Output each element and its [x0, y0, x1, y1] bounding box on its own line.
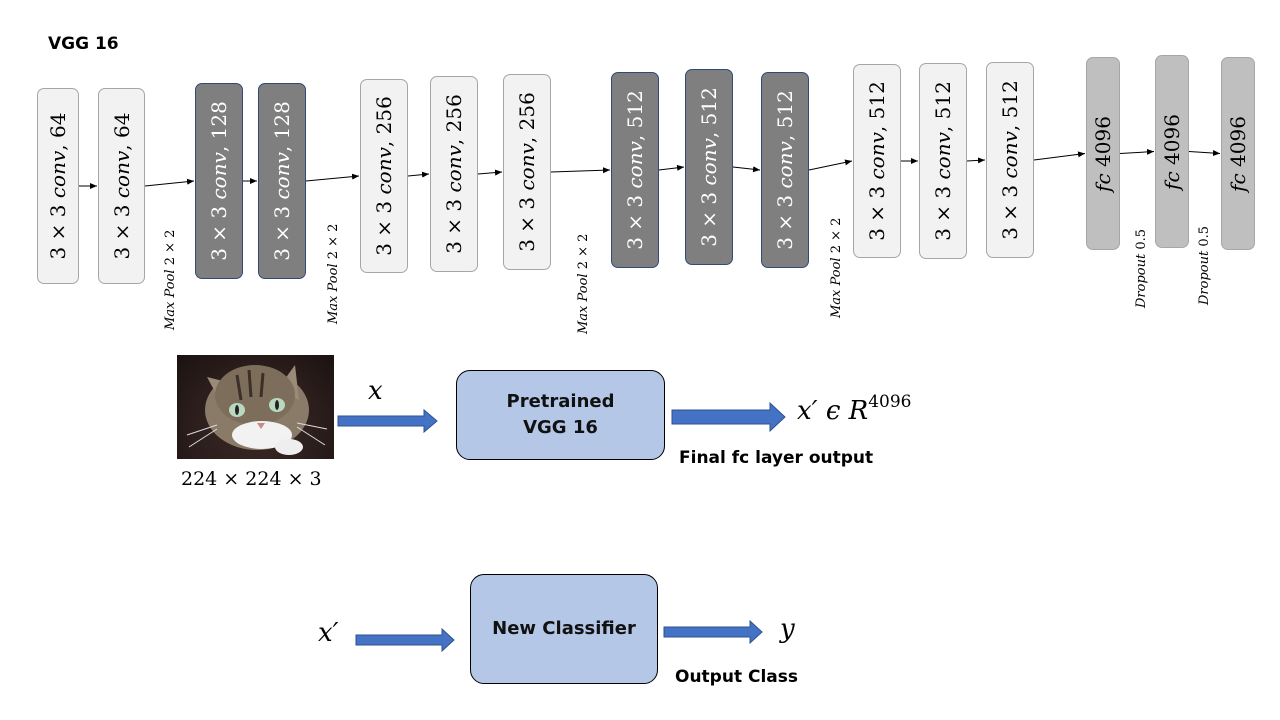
connector-arrow-icon	[732, 166, 761, 173]
connector-arrow-icon	[144, 178, 195, 187]
pretrained-box-line2: VGG 16	[523, 417, 598, 438]
conv-layer: 3 × 3 conv, 64	[98, 88, 145, 284]
conv-layer: 3 × 3 conv, 512	[853, 64, 901, 258]
pretrained-box-line1: Pretrained	[506, 391, 615, 412]
connector-arrow-icon	[407, 171, 430, 178]
output-arrow-icon	[671, 401, 786, 433]
conv-layer: 3 × 3 conv, 256	[360, 79, 408, 273]
connector-arrow-icon	[1188, 150, 1221, 157]
fc-layer: fc 4096	[1155, 55, 1189, 248]
fc-layer: fc 4096	[1086, 57, 1120, 250]
input-arrow-icon	[337, 408, 438, 434]
connector-arrow-icon	[658, 164, 685, 171]
connector-arrow-icon	[1119, 148, 1155, 155]
cat-image	[177, 355, 334, 459]
connector-arrow-icon	[1033, 151, 1086, 161]
connector-arrow-icon	[550, 167, 611, 174]
conv-layer: 3 × 3 conv, 512	[919, 63, 967, 259]
output-y-label: y	[780, 614, 795, 644]
diagram-title: VGG 16	[48, 34, 119, 54]
conv-layer: 3 × 3 conv, 256	[430, 76, 478, 272]
conv-layer: 3 × 3 conv, 512	[685, 69, 733, 265]
conv-layer: 3 × 3 conv, 128	[258, 83, 306, 279]
input-x-label: x	[368, 376, 383, 406]
classifier-input-label: x′	[318, 618, 339, 648]
pretrained-vgg16-box: Pretrained VGG 16	[456, 370, 665, 460]
connector-arrow-icon	[305, 173, 360, 182]
classifier-output-arrow-icon	[663, 619, 763, 645]
conv-layer: 3 × 3 conv, 128	[195, 83, 243, 279]
connector-arrow-icon	[966, 157, 986, 164]
conv-layer: 3 × 3 conv, 512	[611, 72, 659, 268]
final-fc-caption: Final fc layer output	[679, 448, 874, 468]
output-class-caption: Output Class	[675, 667, 799, 687]
output-feature-label: x′ ϵ R4096	[797, 392, 912, 426]
conv-layer: 3 × 3 conv, 512	[986, 62, 1034, 258]
conv-layer: 3 × 3 conv, 256	[503, 74, 551, 270]
connector-arrow-icon	[477, 169, 503, 176]
new-classifier-label: New Classifier	[492, 618, 636, 639]
connector-arrow-icon	[808, 159, 853, 171]
output-symbol: x′ ϵ R	[797, 396, 869, 426]
output-exponent: 4096	[868, 392, 912, 412]
fc-layer: fc 4096	[1221, 57, 1255, 250]
classifier-input-arrow-icon	[355, 627, 455, 653]
conv-layer: 3 × 3 conv, 512	[761, 72, 809, 268]
new-classifier-box: New Classifier	[470, 574, 658, 684]
conv-layer: 3 × 3 conv, 64	[37, 88, 79, 284]
cat-illustration-icon	[186, 365, 328, 455]
image-dimensions-label: 224 × 224 × 3	[181, 468, 322, 490]
